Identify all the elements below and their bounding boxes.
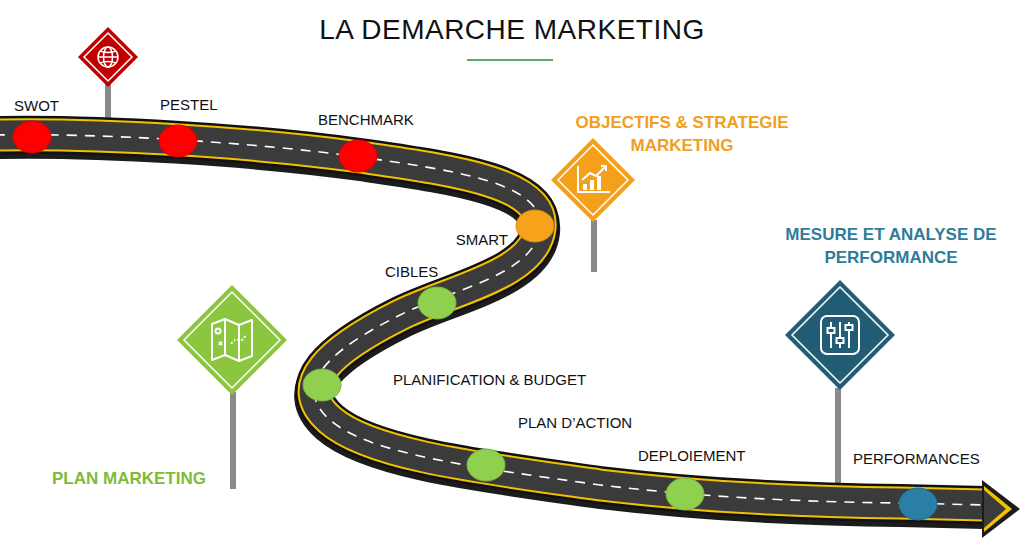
stage-dot-shape bbox=[898, 487, 938, 521]
stage-dot: DEPLOIEMENT bbox=[665, 477, 705, 511]
stage-dot: SWOT bbox=[12, 120, 52, 154]
stage-label: PESTEL bbox=[160, 95, 218, 115]
road-arrowhead-fill bbox=[984, 490, 1006, 528]
globe-sign bbox=[78, 27, 138, 87]
stage-dot: SMART bbox=[515, 209, 555, 243]
sign-heading: OBJECTIFS & STRATEGIE MARKETING bbox=[571, 112, 793, 158]
road-sign: PLAN MARKETING bbox=[177, 285, 287, 395]
map-icon bbox=[212, 319, 252, 361]
stage-dot: PLANIFICATION & BUDGET bbox=[302, 368, 342, 402]
sign-heading: MESURE ET ANALYSE DE PERFORMANCE bbox=[778, 224, 1004, 270]
stage-dot: PESTEL bbox=[158, 124, 198, 158]
stage-dot-shape bbox=[665, 477, 705, 511]
road-arrowhead-edge bbox=[984, 486, 1012, 532]
stage-dot: BENCHMARK bbox=[338, 139, 378, 173]
stage-label: PLAN D’ACTION bbox=[518, 413, 632, 433]
stage-dot-shape bbox=[515, 209, 555, 243]
road-sign: OBJECTIFS & STRATEGIE MARKETING bbox=[551, 138, 635, 222]
stage-label: PERFORMANCES bbox=[853, 449, 980, 469]
sign-diamond bbox=[177, 285, 287, 395]
stage-dot-shape bbox=[158, 124, 198, 158]
road bbox=[0, 135, 985, 509]
sign-heading: PLAN MARKETING bbox=[52, 468, 272, 491]
stage-dot-shape bbox=[12, 120, 52, 154]
stage-dot: PLAN D’ACTION bbox=[466, 448, 506, 482]
road-arrowhead bbox=[982, 480, 1020, 538]
stage-dot-shape bbox=[338, 139, 378, 173]
stage-label: SWOT bbox=[14, 96, 59, 116]
stage-label: PLANIFICATION & BUDGET bbox=[393, 370, 586, 390]
stage-dot-shape bbox=[302, 368, 342, 402]
sliders-icon bbox=[821, 316, 859, 354]
chart-icon bbox=[578, 166, 610, 192]
sign-diamond bbox=[551, 138, 635, 222]
stage-label: CIBLES bbox=[385, 262, 438, 282]
stage-dot-shape bbox=[417, 286, 457, 320]
stage-label: BENCHMARK bbox=[318, 110, 414, 130]
title-underline bbox=[467, 59, 553, 61]
stage-dot-shape bbox=[466, 448, 506, 482]
sign-diamond bbox=[785, 280, 895, 390]
page-title: LA DEMARCHE MARKETING bbox=[0, 14, 1024, 46]
stage-dot: PERFORMANCES bbox=[898, 487, 938, 521]
stage-label: SMART bbox=[456, 230, 508, 250]
stage-label: DEPLOIEMENT bbox=[638, 446, 746, 466]
road-sign: MESURE ET ANALYSE DE PERFORMANCE bbox=[785, 280, 895, 390]
stage-dot: CIBLES bbox=[417, 286, 457, 320]
